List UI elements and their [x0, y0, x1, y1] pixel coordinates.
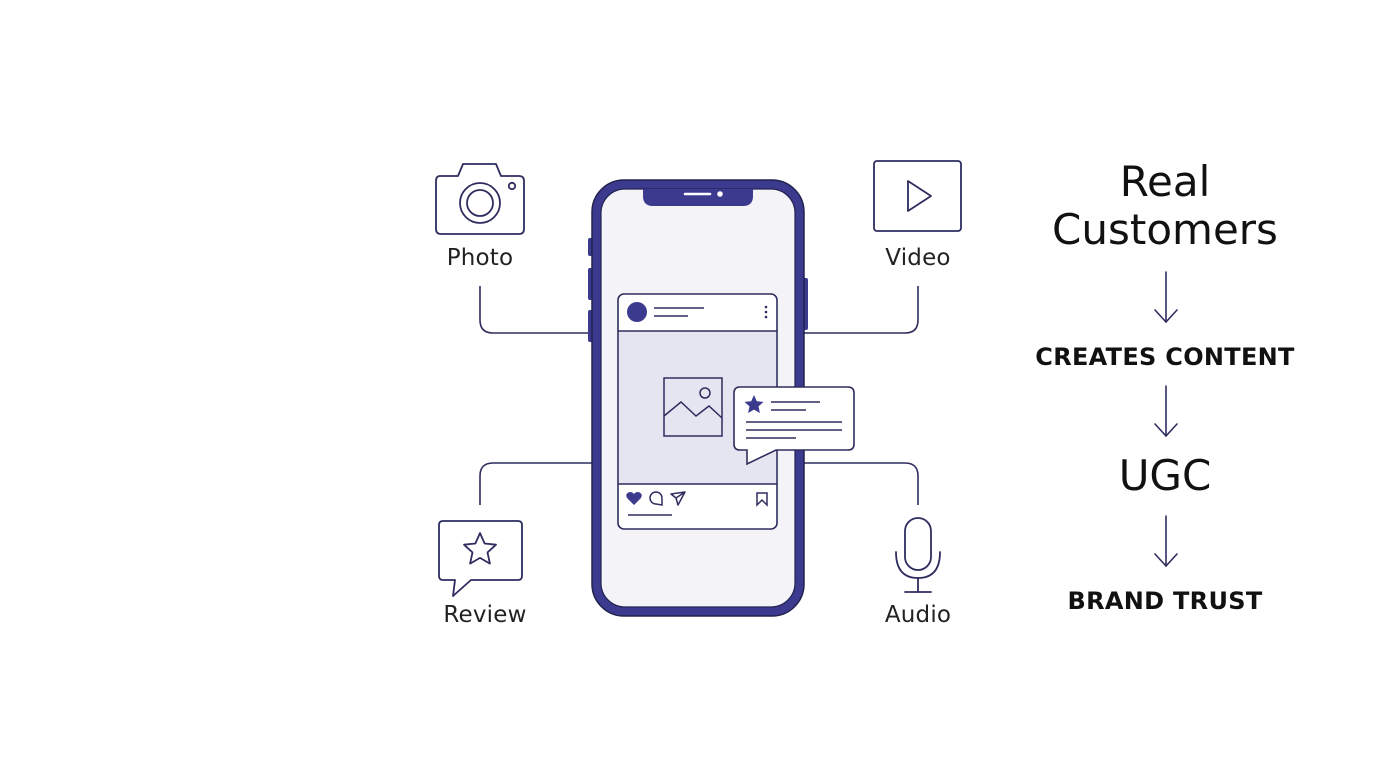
connector-review — [479, 462, 592, 505]
more-options-icon — [764, 305, 768, 319]
connectors — [479, 286, 919, 505]
avatar — [627, 302, 647, 322]
image-placeholder-icon — [663, 377, 723, 437]
flow-step-real-customers: Real Customers — [1000, 158, 1330, 254]
flow-step-ugc: UGC — [1118, 451, 1212, 500]
social-post-card — [617, 293, 778, 530]
flow-step-brand-trust: BRAND TRUST — [1067, 587, 1263, 615]
flow-step-creates-content: CREATES CONTENT — [1035, 343, 1295, 371]
arrow-down-icon — [1154, 385, 1178, 437]
review-bubble — [733, 386, 855, 466]
label-video: Video — [885, 245, 951, 271]
microphone-icon — [895, 517, 941, 593]
review-star-icon — [744, 395, 764, 413]
flow-step-line: Customers — [1052, 205, 1278, 254]
arrow-down-icon — [1154, 271, 1178, 323]
flow-step-line: Real — [1119, 157, 1211, 206]
bookmark-icon — [756, 492, 768, 507]
phone-notch — [643, 189, 753, 206]
connector-audio — [804, 462, 919, 505]
share-icon — [670, 491, 686, 506]
label-photo: Photo — [446, 245, 514, 271]
review-bubble-frame — [733, 386, 855, 466]
connector-video — [804, 286, 919, 334]
label-review: Review — [443, 602, 527, 628]
flow-arrows — [1154, 271, 1178, 567]
play-icon — [873, 160, 962, 232]
comment-icon — [649, 491, 663, 506]
heart-icon — [626, 491, 642, 505]
phone-camera — [717, 191, 723, 197]
star-speech-bubble-icon — [438, 520, 523, 597]
arrow-down-icon — [1154, 515, 1178, 567]
connector-photo — [479, 286, 592, 334]
camera-icon — [435, 163, 525, 235]
label-audio: Audio — [884, 602, 952, 628]
